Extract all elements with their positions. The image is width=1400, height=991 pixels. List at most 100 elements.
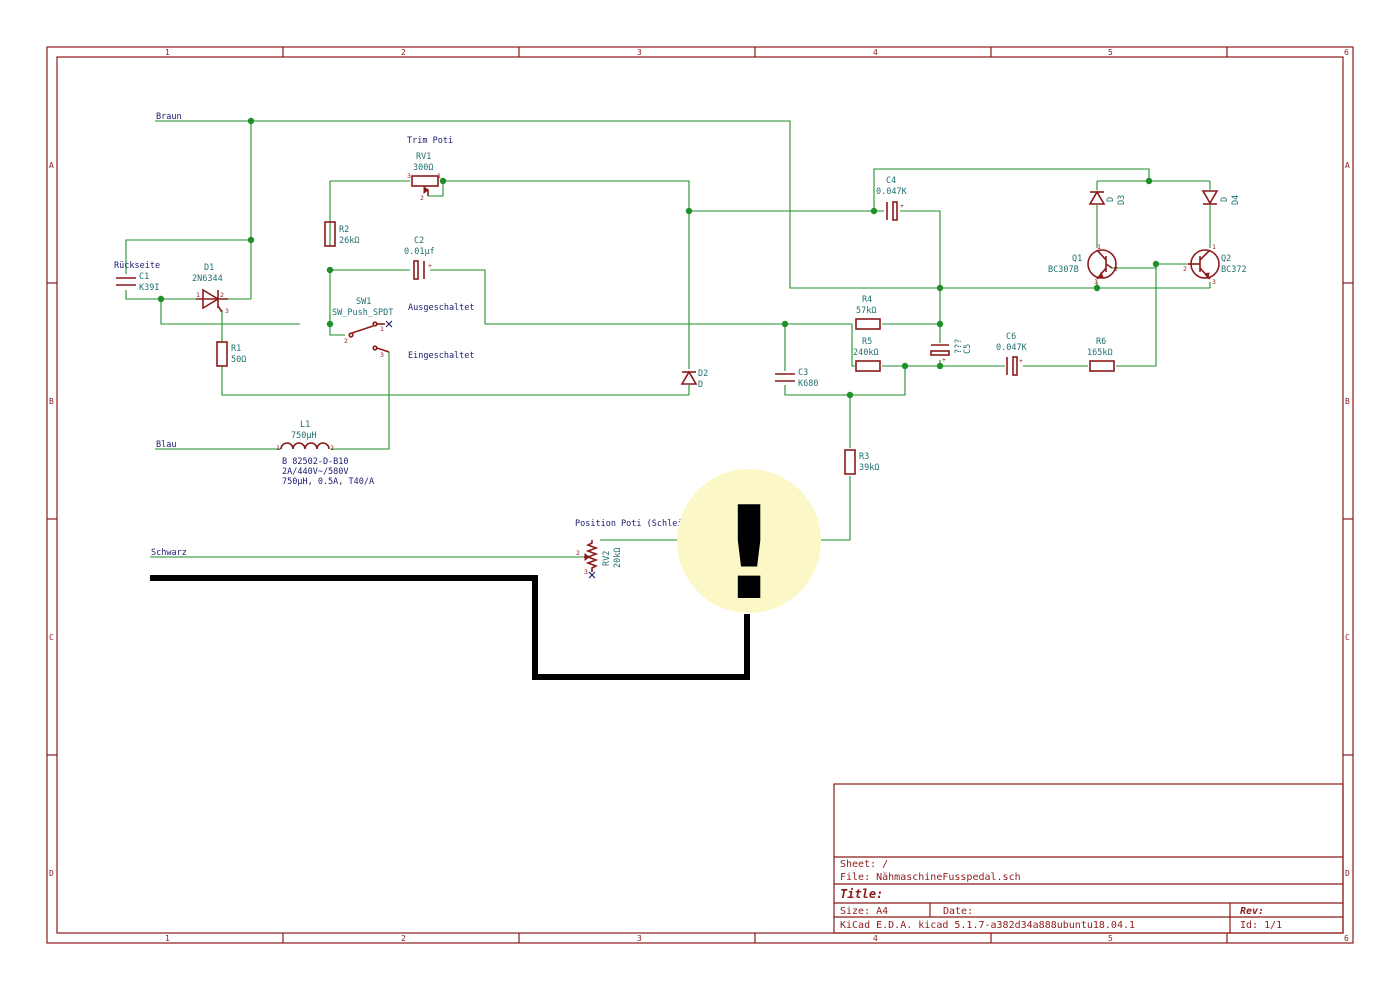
transistor-q1[interactable]: 1 2 3 Q1 BC307B (1048, 243, 1118, 286)
r5-value: 240kΩ (853, 348, 879, 358)
resistor-r5[interactable]: R5 240kΩ (853, 337, 881, 372)
r3-value: 39kΩ (859, 463, 879, 473)
net-label-schwarz: Schwarz (151, 548, 187, 558)
zone-col-4-top: 4 (873, 48, 878, 57)
c1-ref: C1 (139, 272, 149, 282)
resistor-r1[interactable]: R1 50Ω (216, 341, 246, 367)
zone-row-b-left: B (49, 397, 54, 406)
l1-pin-2: 2 (330, 444, 334, 452)
diode-d3[interactable]: D D3 (1088, 190, 1127, 205)
potentiometer-rv1[interactable]: 3 1 2 RV1 300Ω (407, 152, 444, 202)
title-block-date: Date: (943, 906, 973, 917)
title-block-rev: Rev: (1240, 906, 1264, 917)
zone-row-d-left: D (49, 869, 54, 878)
zone-col-1-bottom: 1 (165, 934, 170, 943)
resistor-r2[interactable]: R2 26kΩ (324, 221, 359, 247)
zone-col-6-bottom: 6 (1344, 934, 1349, 943)
title-block-id: Id: 1/1 (1240, 920, 1282, 931)
thyristor-d1[interactable]: 1 2 3 D1 2N6344 (192, 263, 229, 315)
diode-d4[interactable]: D D4 (1201, 190, 1241, 205)
resistor-r4[interactable]: R4 57kΩ (855, 295, 881, 330)
resistor-r3[interactable]: R3 39kΩ (844, 449, 879, 475)
title-block-size: Size: A4 (840, 906, 888, 917)
r6-value: 165kΩ (1087, 348, 1113, 358)
resistor-r6[interactable]: R6 165kΩ (1087, 337, 1115, 372)
capacitor-c4[interactable]: + C4 0.047K (876, 176, 908, 221)
rv2-pin-3: 3 (584, 568, 588, 576)
zone-col-5-bottom: 5 (1108, 934, 1113, 943)
capacitor-c5[interactable]: + C5 ??? (930, 339, 973, 364)
capacitor-c2[interactable]: + C2 0.01µf (404, 236, 435, 280)
d1-pin-3: 3 (225, 307, 229, 315)
wires (125, 120, 1211, 558)
net-label-position-poti: Position Poti (Schleifer (575, 519, 698, 529)
d2-value: D (698, 380, 703, 390)
sheet-border (46, 46, 1354, 944)
sw1-pin-1: 1 (380, 325, 384, 333)
net-label-ausgeschaltet: Ausgeschaltet (408, 303, 475, 313)
q2-value: BC372 (1221, 265, 1247, 275)
diode-d2[interactable]: D2 D (680, 369, 708, 390)
title-block: Sheet: / File: NähmaschineFusspedal.sch … (833, 783, 1344, 934)
net-label-rueckseite: Rückseite (114, 261, 160, 271)
rv1-pin-2: 2 (420, 194, 424, 202)
title-block-sheet: Sheet: / (840, 859, 888, 870)
q2-pin-3: 3 (1212, 278, 1216, 286)
capacitor-c1[interactable]: C1 K39I (116, 272, 159, 293)
warning-annotation: ! (150, 469, 821, 680)
sw1-pin-3: 3 (380, 351, 384, 359)
r2-value: 26kΩ (339, 236, 359, 246)
c3-value: K680 (798, 379, 818, 389)
zone-row-c-left: C (49, 633, 54, 642)
zone-row-a-right: A (1345, 161, 1350, 170)
d3-value: D (1106, 197, 1116, 202)
net-label-eingeschaltet: Eingeschaltet (408, 351, 475, 361)
rv1-value: 300Ω (413, 163, 433, 173)
sw1-ref: SW1 (356, 297, 371, 307)
r2-ref: R2 (339, 225, 349, 235)
sw1-value: SW_Push_SPDT (332, 308, 393, 318)
q2-pin-2: 2 (1183, 265, 1187, 273)
d1-ref: D1 (204, 263, 214, 273)
l1-note-1: B 82502-D-B10 (282, 457, 349, 467)
title-block-title: Title: (840, 887, 883, 901)
d1-pin-2: 2 (220, 291, 224, 299)
c6-plus: + (1019, 357, 1023, 365)
switch-sw1[interactable]: 2 1 3 SW1 SW_Push_SPDT (332, 297, 393, 359)
d4-value: D (1220, 197, 1230, 202)
rv2-ref: RV2 (602, 551, 612, 566)
c2-ref: C2 (414, 236, 424, 246)
zone-col-5-top: 5 (1108, 48, 1113, 57)
q2-pin-1: 1 (1212, 243, 1216, 251)
c5-plus: + (942, 356, 946, 364)
rv1-pin-3: 3 (407, 172, 411, 180)
l1-ref: L1 (300, 420, 310, 430)
c5-value: ??? (954, 339, 964, 354)
warning-exclamation-icon: ! (720, 480, 778, 629)
capacitor-c6[interactable]: + C6 0.047K (996, 332, 1028, 376)
q1-pin-2: 2 (1114, 265, 1118, 273)
transistor-q2[interactable]: 1 2 3 Q2 BC372 (1183, 243, 1247, 286)
zone-row-a-left: A (49, 161, 54, 170)
rv1-pin-1: 1 (437, 172, 441, 180)
d2-ref: D2 (698, 369, 708, 379)
r5-ref: R5 (862, 337, 872, 347)
c2-plus: + (428, 262, 432, 270)
r3-ref: R3 (859, 452, 869, 462)
title-block-file: File: NähmaschineFusspedal.sch (840, 872, 1021, 883)
rv1-ref: RV1 (416, 152, 431, 162)
net-label-blau: Blau (156, 440, 176, 450)
inductor-l1[interactable]: 1 2 L1 750µH B 82502-D-B10 2A/440V~/580V… (276, 420, 374, 487)
c4-ref: C4 (886, 176, 896, 186)
l1-note-3: 750µH, 0.5A, T40/A (282, 477, 374, 487)
c6-ref: C6 (1006, 332, 1016, 342)
capacitor-c3[interactable]: C3 K680 (775, 368, 818, 389)
zone-col-4-bottom: 4 (873, 934, 878, 943)
zone-row-b-right: B (1345, 397, 1350, 406)
q1-value: BC307B (1048, 265, 1079, 275)
d3-ref: D3 (1117, 195, 1127, 205)
potentiometer-rv2[interactable]: 2 3 RV2 20kΩ (576, 540, 623, 579)
zone-row-c-right: C (1345, 633, 1350, 642)
d1-pin-1: 1 (196, 291, 200, 299)
